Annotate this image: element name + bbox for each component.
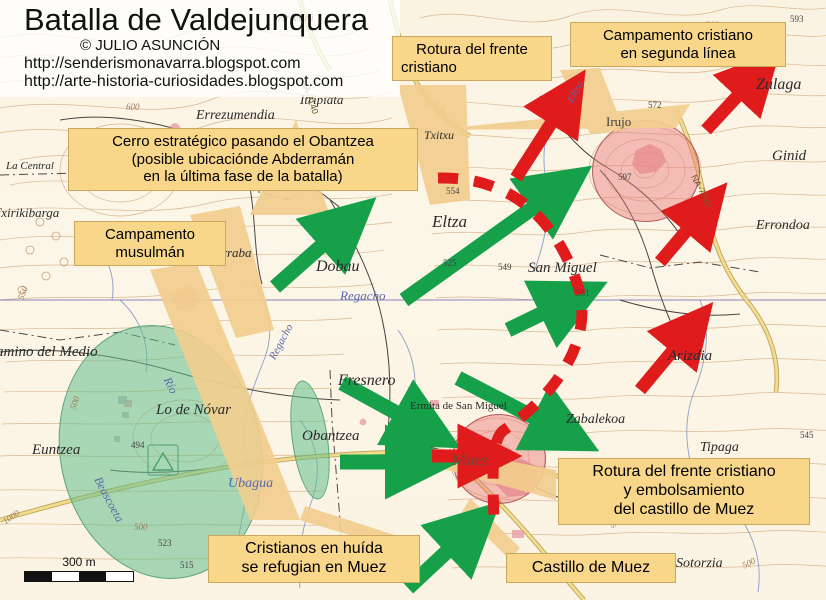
toponym: Camino del Medio <box>0 344 98 360</box>
arrow-muslim-advance <box>270 165 608 594</box>
spot-height: 597 <box>618 172 632 182</box>
callout-line: en la última fase de la batalla) <box>143 168 343 186</box>
toponym: Ubagua <box>228 476 274 491</box>
toponym: Txitxu <box>424 128 454 142</box>
scale-bar: 300 m <box>24 556 134 582</box>
scale-label: 300 m <box>62 555 96 569</box>
line-broken-christian-front <box>437 172 588 521</box>
village-label: Muez <box>452 452 489 469</box>
spot-height: 593 <box>790 14 804 24</box>
callout-cristianos-huida: Cristianos en huída se refugian en Muez <box>208 535 420 583</box>
toponym: Errezumendia <box>196 108 275 123</box>
callout-line: cristiano <box>401 58 457 76</box>
scale-bar-graphic <box>24 571 134 582</box>
callout-rotura-frente-cristiano-norte: Rotura del frente cristiano <box>392 36 552 82</box>
spot-height: 523 <box>158 538 172 548</box>
contour-label: 500 <box>134 522 148 532</box>
arrow-christian-movement <box>432 49 781 489</box>
toponym: Regacho <box>340 288 386 303</box>
callout-campamento-cristiano-segunda-linea: Campamento cristiano en segunda línea <box>570 22 786 68</box>
callout-line: Castillo de Muez <box>531 559 651 576</box>
callout-castillo-de-muez: Castillo de Muez <box>506 553 676 583</box>
toponym: Zulaga <box>756 76 802 93</box>
callout-campamento-musulman: Campamento musulmán <box>74 221 226 267</box>
toponym: Sotorzia <box>676 556 723 571</box>
author-credit: © JULIO ASUNCIÓN <box>80 36 221 54</box>
title-block: Batalla de Valdejunquera © JULIO ASUNCIÓ… <box>0 0 400 98</box>
spot-height: 545 <box>800 430 814 440</box>
callout-line: Rotura del frente <box>416 41 528 58</box>
spot-height: 525 <box>443 258 457 268</box>
toponym: Ginid <box>772 148 807 164</box>
village-label: Irujo <box>606 114 632 129</box>
toponym: Eltza <box>432 212 467 231</box>
toponym: Tipaga <box>700 440 739 455</box>
toponym: Ermita de San Miguel <box>410 400 507 412</box>
callout-cerro-estrategico: Cerro estratégico pasando el Obantzea (p… <box>68 128 418 192</box>
toponym: Obantzea <box>302 428 360 444</box>
callout-line: del castillo de Muez <box>613 500 755 518</box>
contour-label: 600 <box>126 102 140 112</box>
callout-line: (posible ubicaciónde Abderramán <box>131 150 355 168</box>
spot-height: 494 <box>131 440 145 450</box>
toponym: San Miguel <box>528 260 597 276</box>
callout-rotura-embolsamiento-muez: Rotura del frente cristiano y embolsamie… <box>558 458 810 525</box>
toponym: Euntzea <box>32 442 81 458</box>
toponym: Dobau <box>316 258 360 275</box>
callout-line: Campamento <box>104 226 196 243</box>
spot-height: 554 <box>446 186 460 196</box>
callout-line: se refugian en Muez <box>241 558 387 576</box>
callout-line: Cristianos en huída <box>245 540 383 557</box>
callout-line: y embolsamiento <box>623 481 745 499</box>
toponym: Arizdia <box>668 348 713 364</box>
toponym: Txirikibarga <box>0 205 60 220</box>
callout-line: Cerro estratégico pasando el Obantzea <box>112 133 374 150</box>
callout-line: musulmán <box>115 243 185 261</box>
toponym: Lo de Nóvar <box>156 402 231 418</box>
blog-url-2[interactable]: http://arte-historia-curiosidades.blogsp… <box>24 72 344 90</box>
callout-line: Rotura del frente cristiano <box>592 463 776 480</box>
page-title: Batalla de Valdejunquera <box>24 2 369 37</box>
callout-line: en segunda línea <box>620 44 736 62</box>
blog-url-1[interactable]: http://senderismonavarra.blogspot.com <box>24 54 301 72</box>
toponym: Fresnero <box>338 372 396 389</box>
spot-height: 572 <box>648 100 662 110</box>
spot-height: 581 <box>576 288 590 298</box>
toponym: Zabalekoa <box>566 412 626 427</box>
callout-line: Campamento cristiano <box>602 27 754 44</box>
toponym: La Central <box>6 160 54 172</box>
spot-height: 549 <box>498 262 512 272</box>
spot-height: 515 <box>180 560 194 570</box>
toponym: Errondoa <box>756 218 810 233</box>
